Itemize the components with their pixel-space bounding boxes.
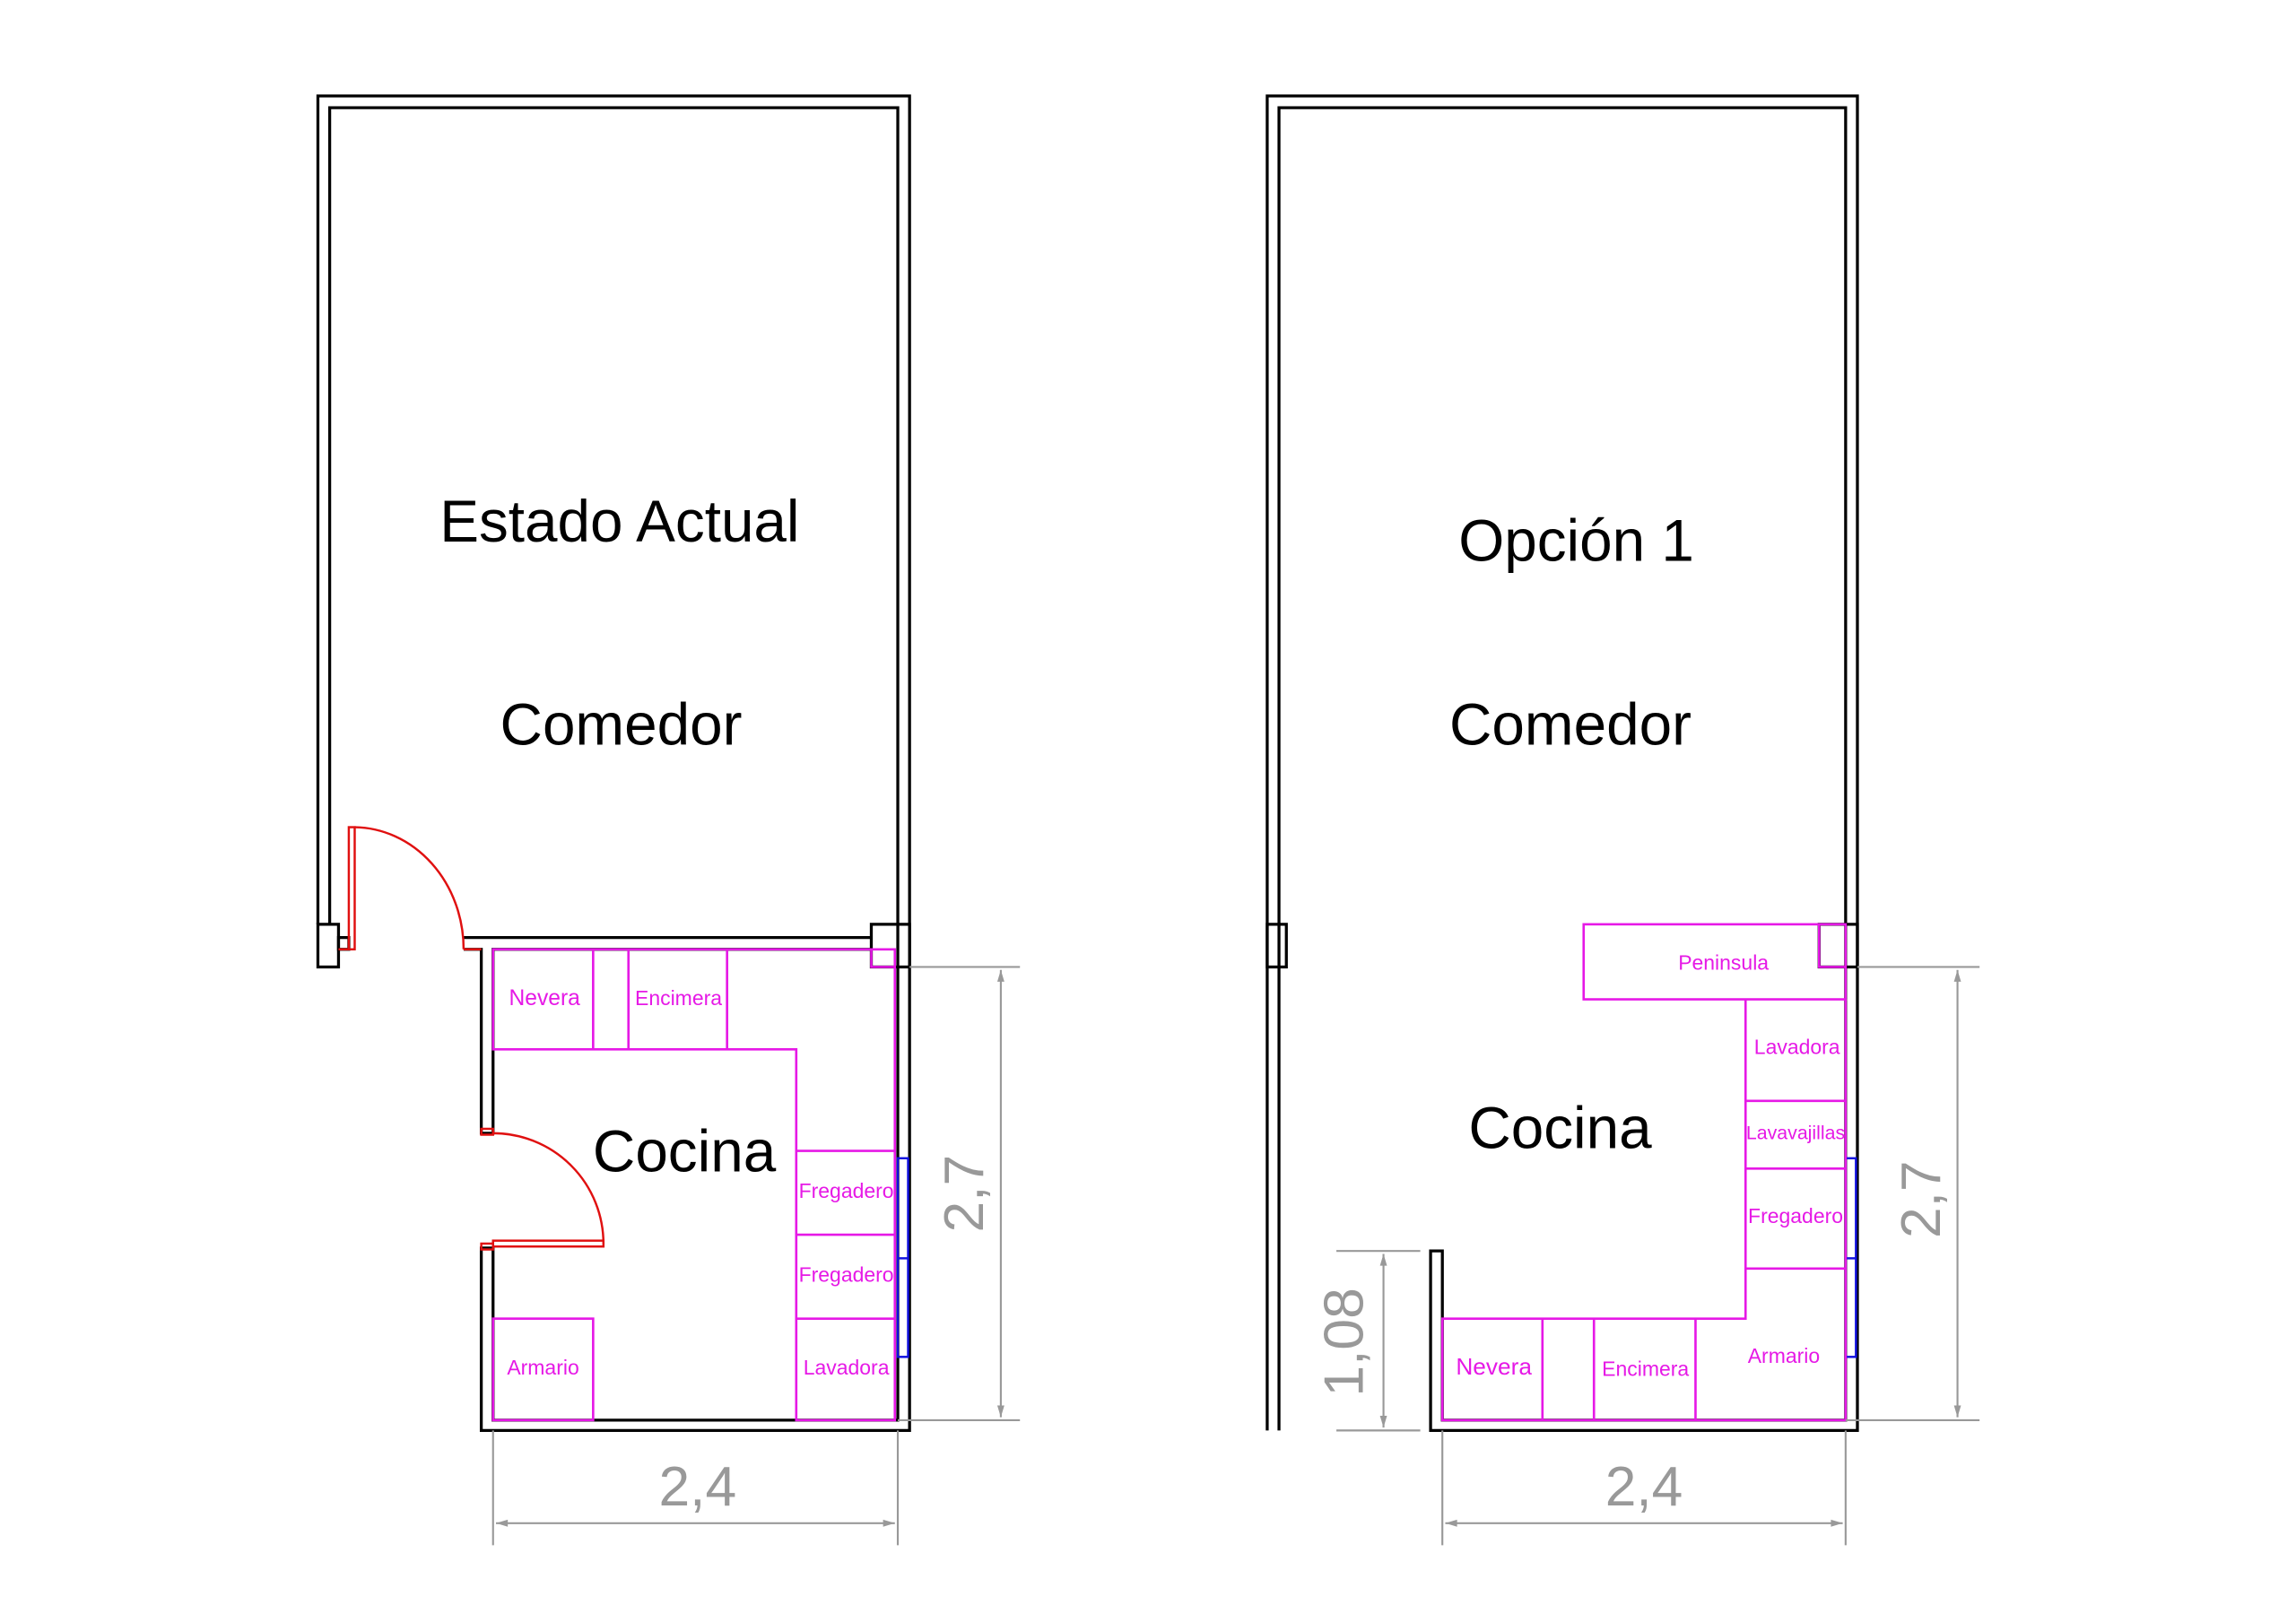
furniture: Peninsula Lavadora Lavavajillas Fregader… bbox=[1440, 923, 1848, 1422]
label-fregadero: Fregadero bbox=[1748, 1204, 1843, 1227]
dimension-label: 1,08 bbox=[1314, 1288, 1376, 1396]
door-cocina bbox=[480, 1127, 605, 1251]
label-encimera: Encimera bbox=[1602, 1357, 1689, 1381]
dimension-label: 2,7 bbox=[934, 1155, 996, 1233]
plan-estado-actual: Nevera Encimera Fregadero Fregadero Arma… bbox=[316, 94, 1021, 1546]
label-armario: Armario bbox=[507, 1356, 578, 1379]
dimension-height: 2,7 bbox=[1845, 966, 1980, 1421]
furniture: Nevera Encimera Fregadero Fregadero Arma… bbox=[491, 948, 897, 1422]
walls bbox=[1265, 94, 1859, 1433]
label-lavadora: Lavadora bbox=[1754, 1035, 1840, 1058]
label-armario: Armario bbox=[1748, 1344, 1820, 1367]
dimension-label: 2,7 bbox=[1891, 1160, 1952, 1238]
room-label-cocina: Cocina bbox=[593, 1119, 777, 1184]
label-lavadora: Lavadora bbox=[804, 1356, 890, 1379]
wall-jamb bbox=[1265, 923, 1288, 969]
walls bbox=[316, 94, 911, 1433]
peninsula bbox=[1582, 923, 1848, 1001]
dimension-height: 2,7 bbox=[898, 966, 1021, 1421]
label-fregadero: Fregadero bbox=[799, 1179, 894, 1202]
label-fregadero: Fregadero bbox=[799, 1263, 894, 1287]
wall-jamb bbox=[316, 923, 341, 969]
plan-title: Estado Actual bbox=[439, 489, 799, 554]
label-nevera: Nevera bbox=[509, 986, 581, 1010]
plan-title: Opción 1 bbox=[1458, 508, 1694, 574]
label-nevera: Nevera bbox=[1456, 1353, 1532, 1380]
room-label-comedor: Comedor bbox=[1449, 692, 1692, 758]
window bbox=[896, 1157, 909, 1358]
label-peninsula: Peninsula bbox=[1678, 951, 1769, 975]
plan-opcion-1: Peninsula Lavadora Lavavajillas Fregader… bbox=[1265, 94, 1980, 1546]
column bbox=[869, 923, 911, 969]
door-comedor bbox=[338, 826, 482, 950]
label-encimera: Encimera bbox=[635, 986, 722, 1010]
dimension-width: 2,4 bbox=[1441, 1430, 1847, 1546]
dimension-width: 2,4 bbox=[491, 1430, 900, 1546]
dimension-label: 2,4 bbox=[659, 1456, 737, 1518]
column bbox=[1817, 923, 1859, 969]
window bbox=[1844, 1157, 1857, 1358]
room-label-cocina: Cocina bbox=[1468, 1095, 1652, 1160]
dimension-wall-height: 1,08 bbox=[1314, 1250, 1421, 1432]
dimension-label: 2,4 bbox=[1605, 1456, 1683, 1518]
room-label-comedor: Comedor bbox=[500, 692, 743, 758]
label-lavavajillas: Lavavajillas bbox=[1746, 1122, 1845, 1143]
